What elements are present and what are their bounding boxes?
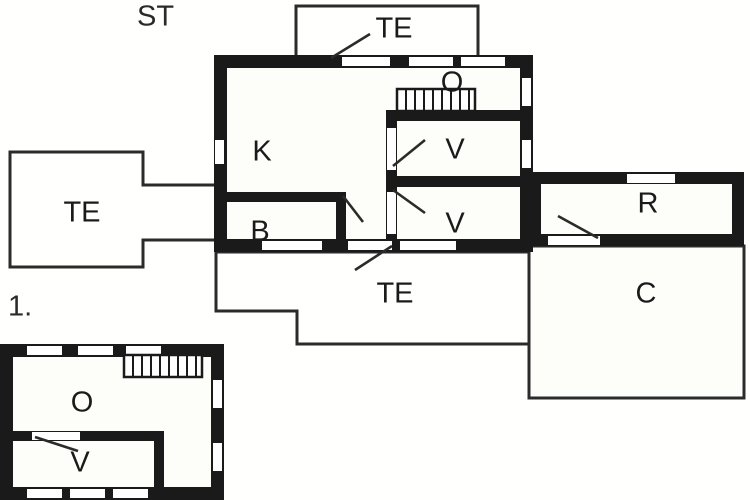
upper-floor-interior-walls xyxy=(0,431,164,487)
room-label-V-upper: V xyxy=(445,134,465,166)
upper-floor-body xyxy=(0,344,224,500)
terrace-label-top: TE xyxy=(375,13,412,45)
door-swing-lines xyxy=(330,32,599,272)
terrace-left-outline xyxy=(8,150,218,269)
carport-outline xyxy=(527,244,746,400)
window-openings xyxy=(215,57,675,250)
terrace-label-bottom: TE xyxy=(376,278,413,310)
upper-floor-openings xyxy=(27,346,222,498)
ground-floor-marker: ST xyxy=(137,1,174,33)
room-label-B: B xyxy=(250,216,269,248)
upper-floor-marker: 1. xyxy=(8,291,32,323)
room-label-K: K xyxy=(252,136,272,168)
room-label-O: O xyxy=(441,67,464,99)
staircase-ground xyxy=(395,87,477,113)
room-label-R: R xyxy=(638,188,659,220)
interior-walls xyxy=(214,110,520,252)
upper-room-label-V: V xyxy=(70,447,90,479)
staircase-upper xyxy=(122,353,204,379)
utility-room-body xyxy=(533,172,744,246)
room-label-C: C xyxy=(636,278,657,310)
terrace-label-left: TE xyxy=(63,197,100,229)
terrace-bottom-outline xyxy=(214,250,532,346)
room-label-V-lower: V xyxy=(445,208,465,240)
upper-room-label-O: O xyxy=(71,387,94,419)
upper-floor-door-swing xyxy=(34,435,79,453)
